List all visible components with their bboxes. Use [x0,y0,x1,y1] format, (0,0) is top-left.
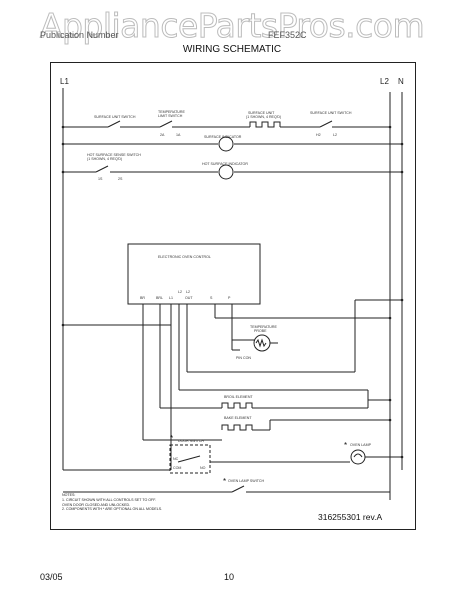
door-switch [169,444,211,474]
notes-line-1: 1. CIRCUIT SHOWN WITH ALL CONTROLS SET T… [62,497,157,502]
temperature-limit-label-2: LIMIT SWITCH [158,114,183,118]
oven-lamp-switch-asterisk: * [223,477,226,486]
oven-lamp-asterisk: * [344,441,347,450]
terminal-2s: 2S [118,177,123,181]
rail-label-n: N [398,77,404,86]
pin-con-label: PIN CON [236,356,251,360]
oven-lamp-label: OVEN LAMP [350,443,372,447]
temperature-probe-label-2: PROBE [254,329,267,333]
page-number: 10 [224,572,235,582]
notes-line-2: OVEN DOOR CLOSED AND UNLOCKED. [62,502,131,507]
terminal-1s: 1S [98,177,103,181]
hot-surface-sensor-label-1: HOT SURFACE SENSE SWITCH [87,153,141,157]
surface-indicator-lamp [218,136,234,152]
document-number: 316255301 rev.A [318,512,383,522]
terminal-s: S [210,296,213,300]
notes-line-3: 2. COMPONENTS WITH * ARE OPTIONAL ON ALL… [62,507,163,512]
terminal-l2-top: L2 [178,290,182,294]
oven-lamp-switch-label: OVEN LAMP SWITCH [228,479,264,483]
rail-label-l2: L2 [380,77,389,86]
terminal-1a: 1A [176,133,181,137]
notes-heading: NOTES: [62,493,76,497]
watermark-text: AppliancePartsPros.com [39,6,425,46]
electronic-oven-control [127,243,261,305]
temperature-limit-label-1: TEMPERATURE [158,110,185,114]
door-switch-no: NO [200,466,206,470]
rail-label-l1: L1 [60,77,69,86]
bake-element [221,424,253,431]
surface-unit-element [249,121,281,128]
page-title: WIRING SCHEMATIC [182,44,282,55]
broil-element [221,402,253,409]
surface-unit-switch-label: SURFACE UNIT SWITCH [94,115,136,119]
hot-surface-indicator-label: HOT SURFACE INDICATOR [202,162,248,166]
footer-date: 03/05 [40,572,63,582]
terminal-brl: BRL [156,296,163,300]
terminal-br: BR [140,296,145,300]
surface-unit-label-2: (1 SHOWN, 4 REQ'D) [246,115,281,119]
schematic-frame [50,62,416,530]
door-switch-asterisk: * [170,434,173,443]
temperature-probe-label-1: TEMPERATURE [250,325,277,329]
bake-element-label: BAKE ELEMENT [224,416,252,420]
publication-label: Publication Number [40,30,119,40]
door-switch-com: COM [173,466,181,470]
broil-element-label: BROIL ELEMENT [224,395,253,399]
terminal-p: P [228,296,231,300]
hot-surface-sensor-label-2: (1 SHOWN, 4 REQ'D) [87,157,122,161]
model-number: FEF352C [268,30,307,40]
door-switch-nc: NC [173,457,179,461]
terminal-l2: L2 [186,290,190,294]
terminal-h2: H2 [316,133,321,137]
surface-indicator-label: SURFACE INDICATOR [204,135,242,139]
terminal-l1: L1 [169,296,173,300]
door-switch-label: DOOR SWITCH [178,439,204,443]
hot-surface-indicator-lamp [218,164,234,180]
terminal-l2b: L2 [333,133,337,137]
electronic-oven-control-label: ELECTRONIC OVEN CONTROL [158,255,211,259]
schematic-notes: NOTES: 1. CIRCUIT SHOWN WITH ALL CONTROL… [62,493,242,512]
surface-unit-switch-right-label: SURFACE UNIT SWITCH [310,111,352,115]
terminal-out: OUT [185,296,193,300]
surface-unit-label-1: SURFACE UNIT [248,111,275,115]
oven-lamp [350,449,366,465]
terminal-2a: 2A [160,133,165,137]
